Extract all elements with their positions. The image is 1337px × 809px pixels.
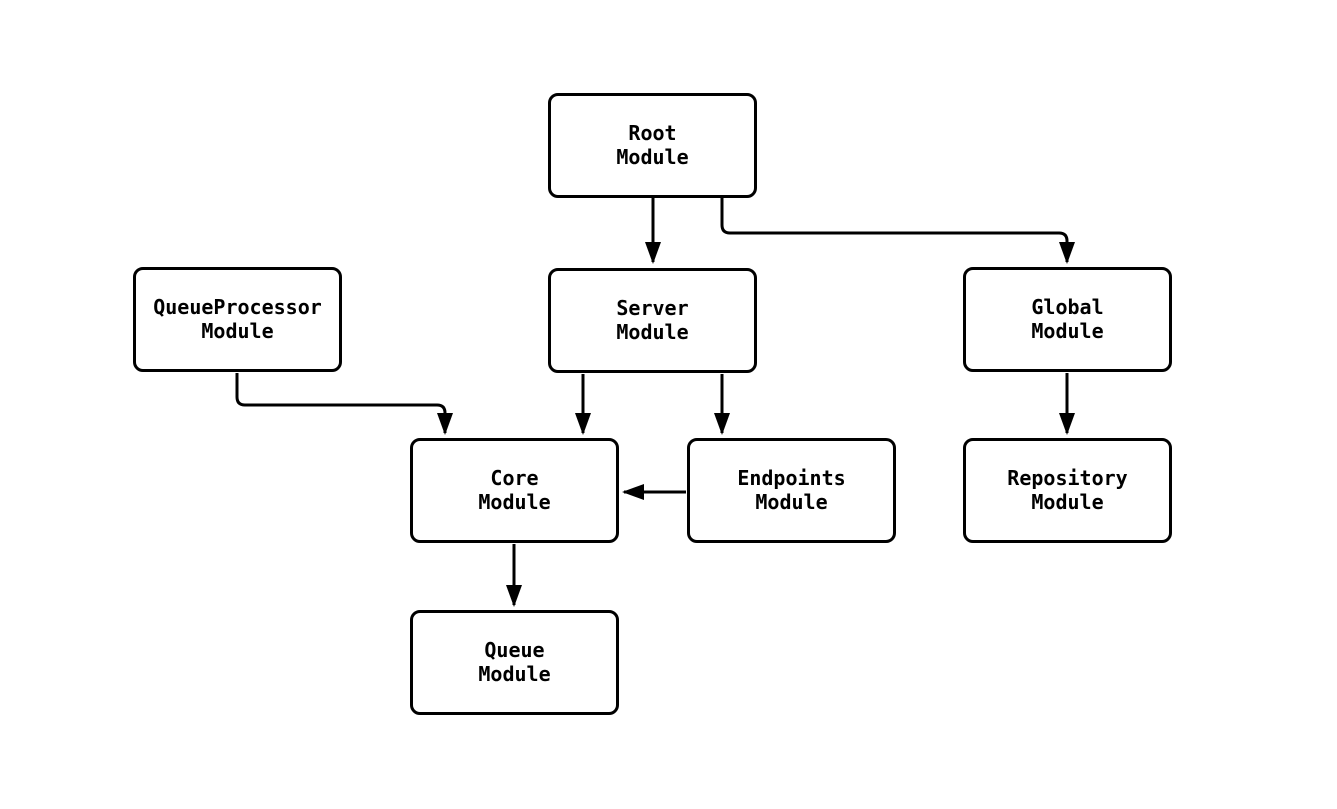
node-queueprocessor-module-label: QueueProcessor Module — [153, 294, 322, 343]
node-root-module-label: Root Module — [616, 120, 689, 169]
node-server-module: Server Module — [548, 268, 757, 373]
node-root-module: Root Module — [548, 93, 757, 198]
node-repository-module: Repository Module — [963, 438, 1172, 543]
node-queue-module-label: Queue Module — [478, 637, 551, 686]
node-core-module-label: Core Module — [478, 465, 551, 514]
node-global-module: Global Module — [963, 267, 1172, 372]
node-endpoints-module-label: Endpoints Module — [737, 465, 846, 514]
edge-root-to-global — [720, 197, 1075, 264]
node-endpoints-module: Endpoints Module — [687, 438, 896, 543]
node-queue-module: Queue Module — [410, 610, 619, 715]
node-core-module: Core Module — [410, 438, 619, 543]
node-repository-module-label: Repository Module — [1007, 465, 1128, 514]
node-server-module-label: Server Module — [616, 295, 689, 344]
node-global-module-label: Global Module — [1031, 294, 1104, 343]
edge-queueprocessor-to-core — [235, 373, 453, 435]
node-queueprocessor-module: QueueProcessor Module — [133, 267, 342, 372]
